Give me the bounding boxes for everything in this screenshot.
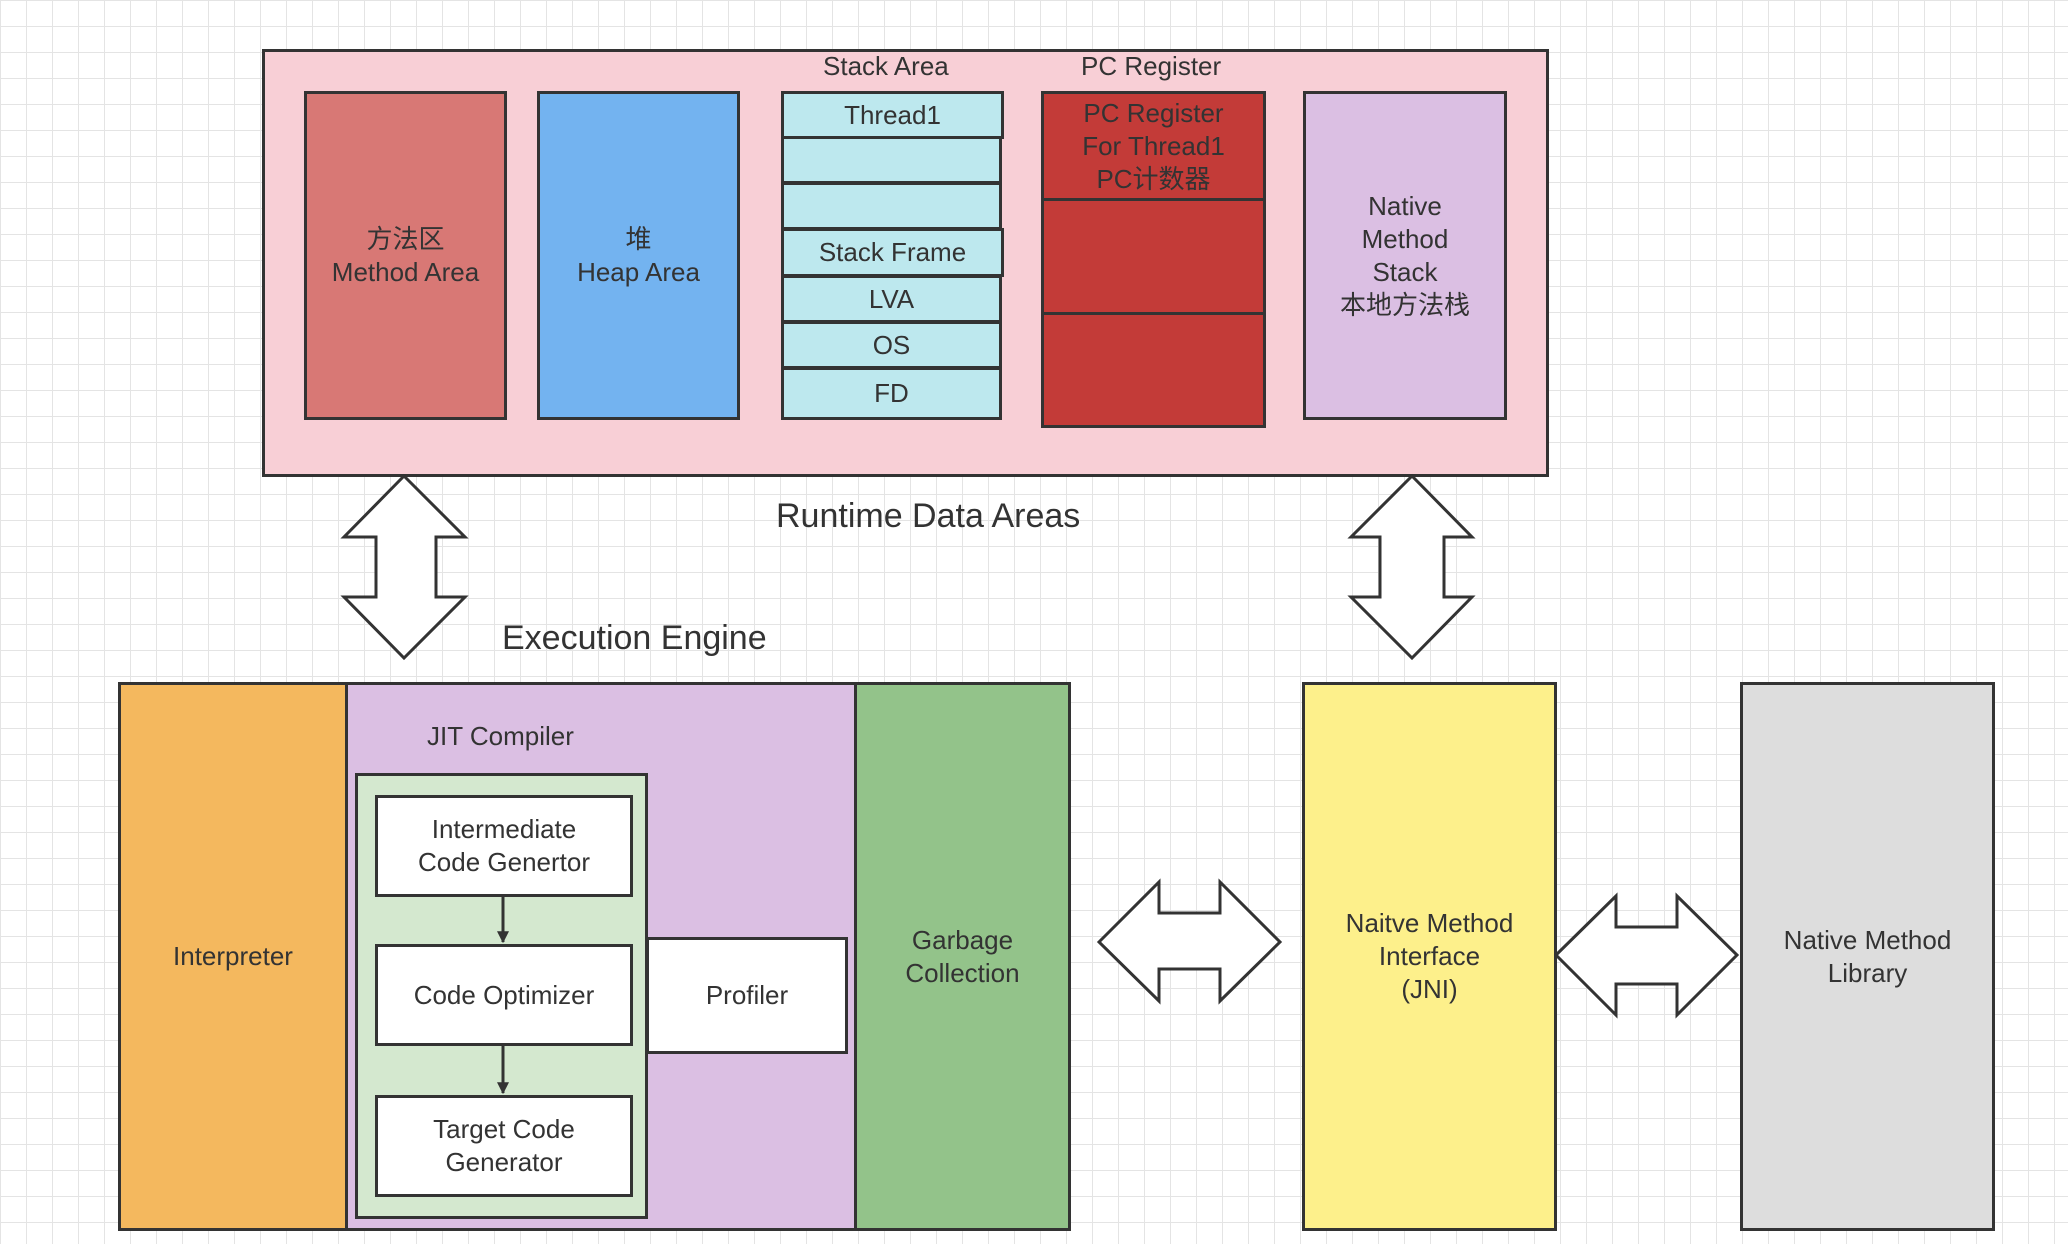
runtime-data-areas-title: Runtime Data Areas — [776, 497, 1081, 535]
jit-compiler-label: JIT Compiler — [427, 721, 574, 751]
native-method-library-box: Native Method Library — [1740, 682, 1995, 1231]
method-area-box: 方法区 Method Area — [304, 91, 507, 420]
pc-register-cell-3 — [1041, 312, 1266, 428]
garbage-collection-box: Garbage Collection — [854, 682, 1071, 1231]
jni-box: Naitve Method Interface (JNI) — [1302, 682, 1557, 1231]
interpreter-box: Interpreter — [118, 682, 348, 1231]
stack-fd-cell: FD — [781, 367, 1002, 420]
heap-area-box: 堆 Heap Area — [537, 91, 740, 420]
stack-area-label: Stack Area — [823, 51, 949, 81]
pc-register-cell-thread1: PC Register For Thread1 PC计数器 — [1041, 91, 1266, 201]
double-arrow-engine-jni-icon — [1096, 878, 1283, 1005]
double-arrow-vertical-right-icon — [1347, 473, 1476, 661]
profiler-box: Profiler — [646, 937, 848, 1054]
execution-engine-title: Execution Engine — [502, 619, 767, 657]
double-arrow-vertical-left-icon — [340, 473, 469, 661]
intermediate-code-generator-box: Intermediate Code Genertor — [375, 795, 633, 897]
code-optimizer-box: Code Optimizer — [375, 944, 633, 1046]
pc-register-label: PC Register — [1081, 51, 1222, 81]
native-method-stack-box: Native Method Stack 本地方法栈 — [1303, 91, 1507, 420]
target-code-generator-box: Target Code Generator — [375, 1095, 633, 1197]
double-arrow-jni-library-icon — [1553, 892, 1740, 1019]
